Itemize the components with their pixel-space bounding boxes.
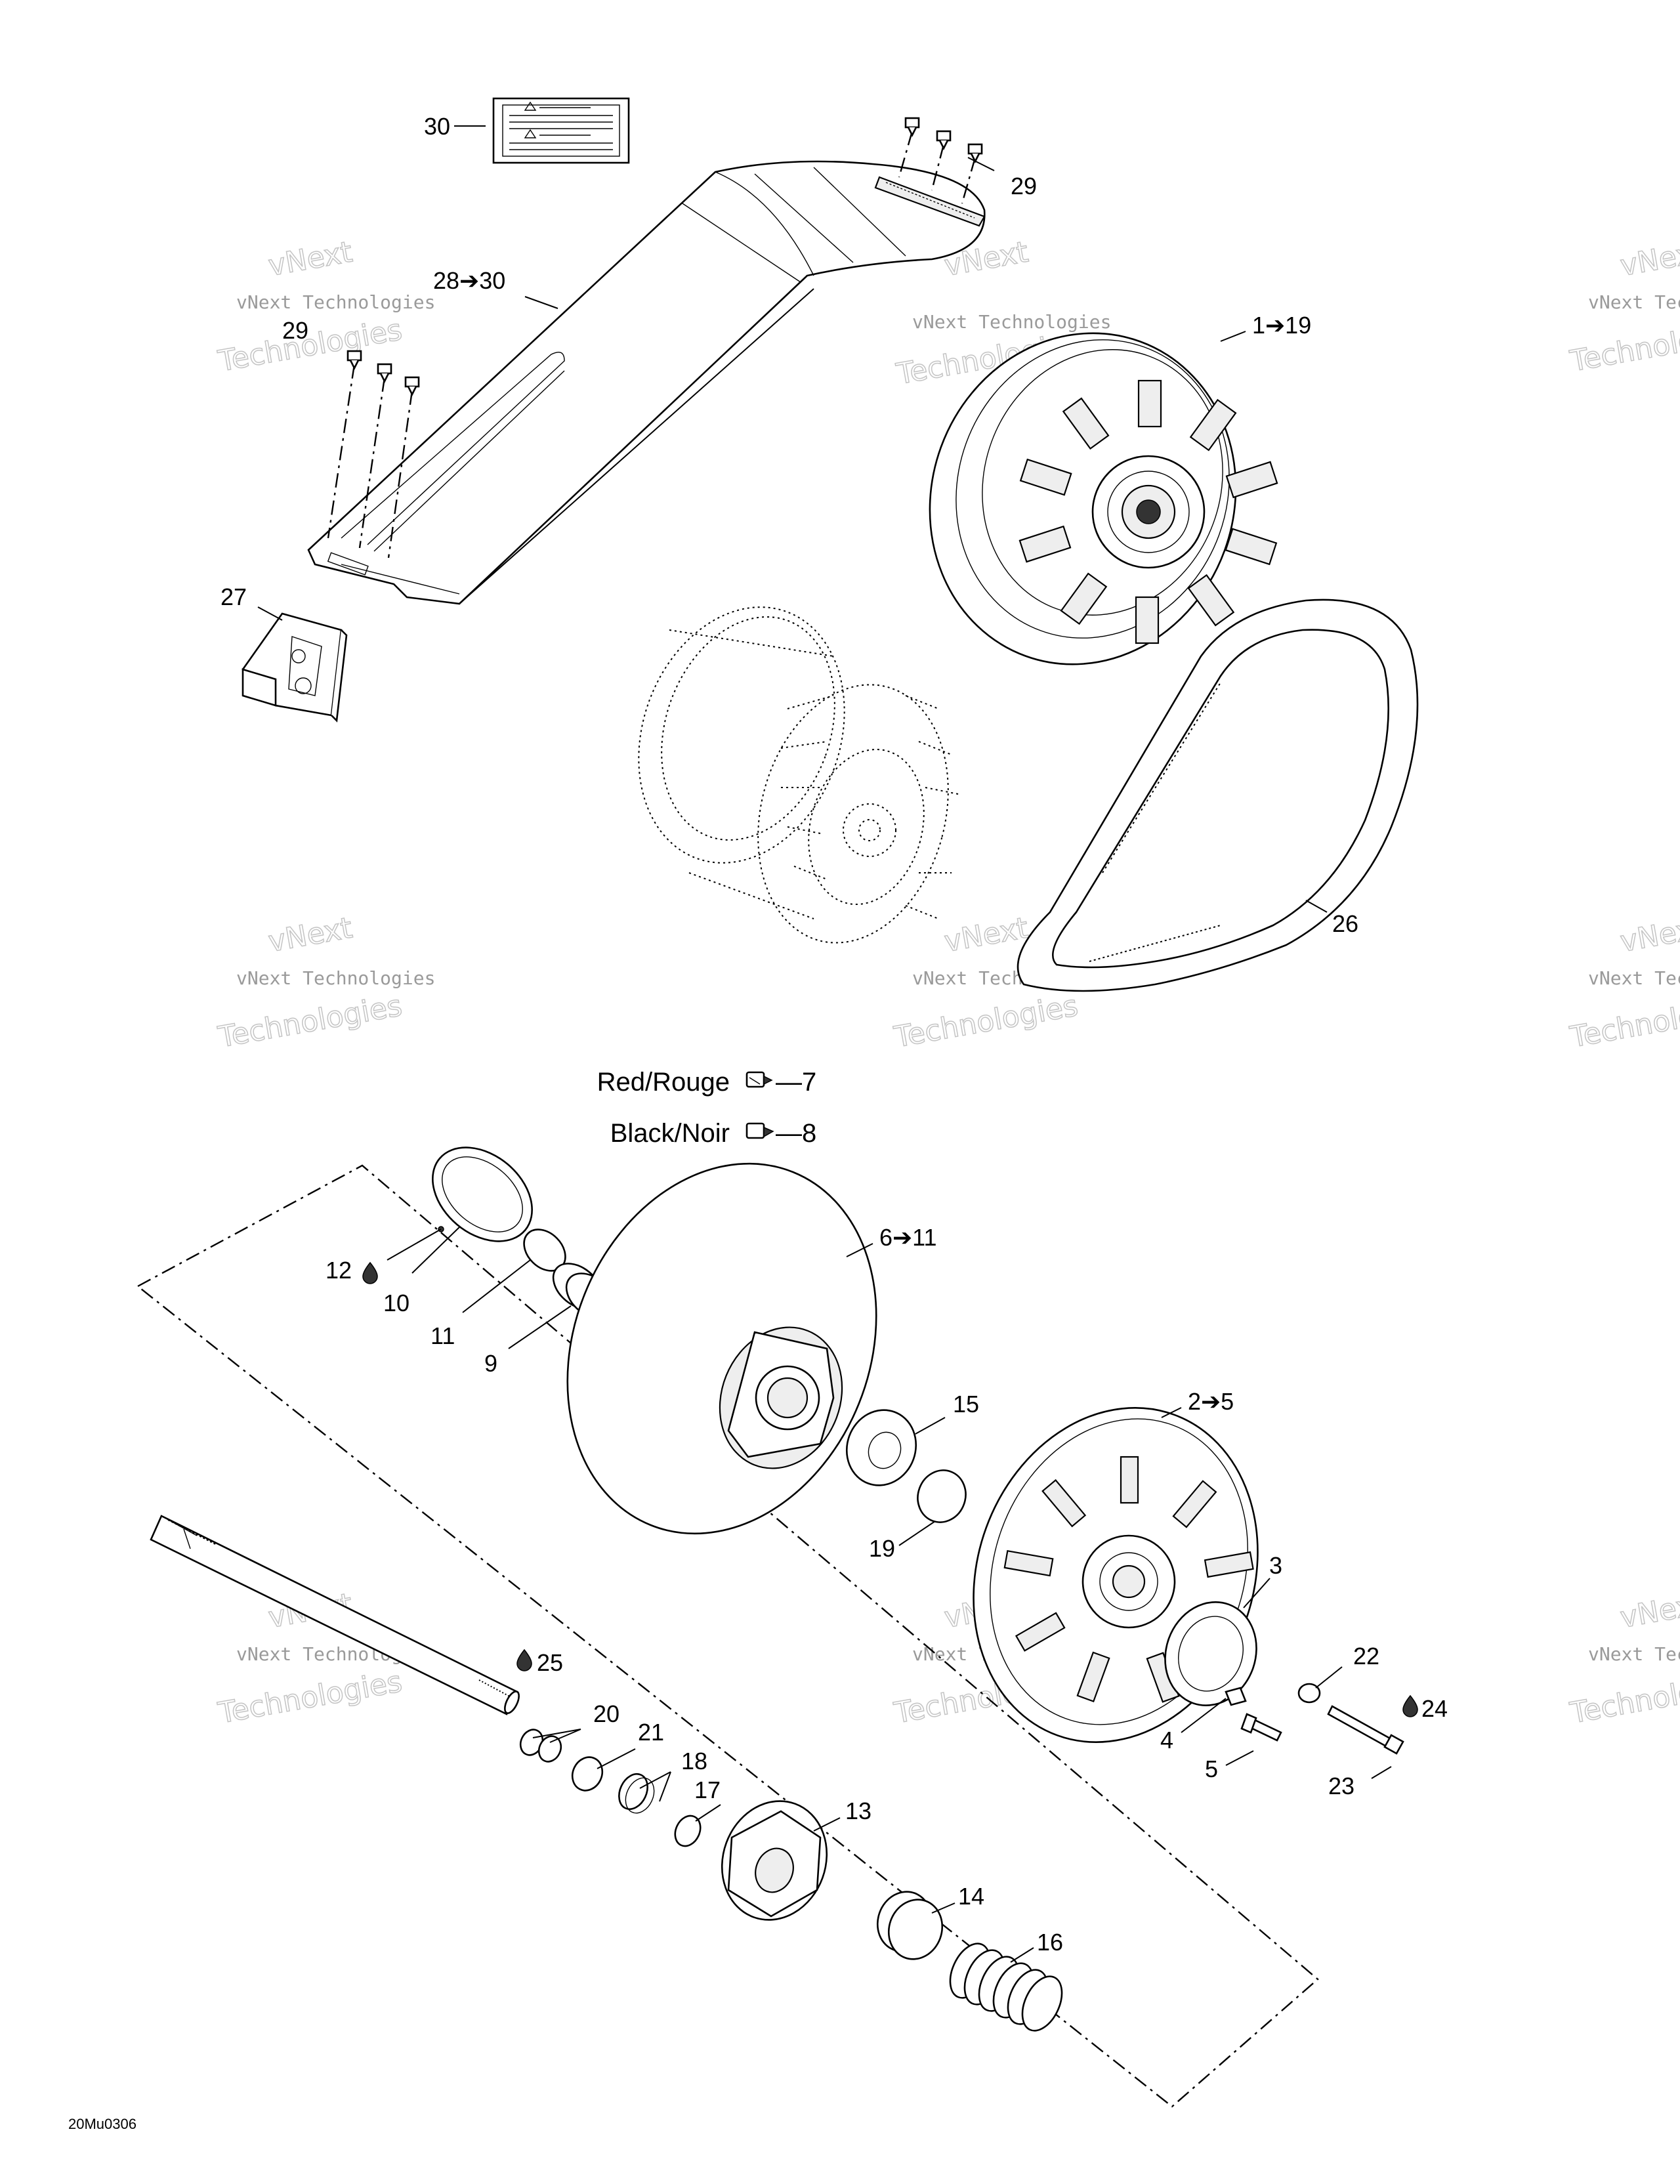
leader-lines <box>257 125 1392 1963</box>
legend-black: Black/Noir —8 <box>610 1119 817 1148</box>
watermark-brand: Technologies <box>215 989 404 1054</box>
callout-7: —7 <box>776 1068 816 1097</box>
watermark: vNext vNext Technologies Technologies <box>215 911 436 1055</box>
legend-red-label: Red/Rouge <box>597 1068 730 1097</box>
callout-10: 10 <box>383 1290 410 1316</box>
watermark-brand: Technologies <box>215 313 404 378</box>
bearing <box>845 1409 917 1486</box>
assembly-boundary <box>136 1164 1319 2108</box>
callout-8: —8 <box>776 1119 816 1148</box>
washer <box>917 1469 967 1523</box>
watermark-text: vNext Technologies <box>236 967 435 989</box>
oil-drop-icon <box>516 1648 532 1671</box>
grease-tube-icon <box>746 1122 774 1139</box>
cam <box>721 1800 828 1921</box>
watermark-brand: vNext <box>1618 1587 1680 1635</box>
oil-drop-icon <box>1402 1694 1418 1717</box>
callout-29: 29 <box>1011 173 1037 200</box>
ring <box>674 1815 702 1847</box>
belt-guard <box>307 160 986 605</box>
retaining-rings <box>519 1729 562 1763</box>
watermark-text: vNext Technologies <box>1588 1643 1680 1665</box>
bolt <box>1327 1705 1404 1755</box>
drive-shaft <box>150 1515 520 1715</box>
watermark: vNext vNext Technologies Technologies <box>1567 911 1680 1055</box>
grease-tube-icon <box>746 1071 773 1088</box>
drive-pulley-reference <box>638 606 959 944</box>
oil-drop-icon <box>362 1261 378 1284</box>
watermark-brand: vNext <box>1618 911 1680 959</box>
callout-20: 20 <box>593 1700 620 1727</box>
nut <box>1225 1687 1247 1706</box>
callout-17: 17 <box>694 1776 721 1803</box>
callout-5: 5 <box>1205 1755 1218 1782</box>
callout-14: 14 <box>958 1883 984 1910</box>
watermark: vNext vNext Technologies Technologies <box>1567 235 1680 379</box>
retaining-rings <box>618 1773 655 1814</box>
washer <box>571 1756 604 1792</box>
callout-22: 22 <box>1353 1643 1379 1670</box>
callout-12: 12 <box>326 1257 352 1284</box>
callout-18: 18 <box>681 1748 707 1774</box>
callout-3: 3 <box>1269 1552 1282 1579</box>
sheave-half <box>566 1162 877 1535</box>
callout-29: 29 <box>282 317 308 344</box>
cam-plate <box>1164 1601 1257 1706</box>
callout-9: 9 <box>484 1350 497 1377</box>
callout-16: 16 <box>1037 1929 1063 1956</box>
figure-code: 20Mu0306 <box>68 2116 136 2132</box>
callout-1-19: 1➔19 <box>1252 312 1311 339</box>
watermark-brand: Technologies <box>1567 1665 1680 1730</box>
callout-23: 23 <box>1328 1773 1354 1799</box>
watermark-brand: Technologies <box>1567 989 1680 1054</box>
callout-13: 13 <box>845 1797 872 1824</box>
callout-27: 27 <box>220 583 247 610</box>
bushing <box>876 1891 944 1960</box>
callout-25: 25 <box>537 1649 563 1676</box>
driven-pulley-assembly <box>929 332 1278 665</box>
callout-6-11: 6➔11 <box>879 1224 937 1251</box>
watermark: vNext vNext Technologies Technologies <box>1567 1587 1680 1731</box>
screw-set-left <box>327 350 420 558</box>
drive-belt <box>1017 598 1419 992</box>
watermark: vNext vNext Technologies Technologies <box>215 235 436 379</box>
callout-26: 26 <box>1332 910 1358 937</box>
cover-ring <box>432 1146 533 1242</box>
callout-28-30: 28➔30 <box>433 267 505 294</box>
watermark-brand: vNext <box>266 235 354 283</box>
washer <box>1297 1683 1321 1704</box>
watermark-text: vNext Technologies <box>236 291 435 313</box>
watermark-brand: vNext <box>266 911 354 959</box>
callout-2-5: 2➔5 <box>1188 1388 1234 1415</box>
watermark-text: vNext Technologies <box>1588 291 1680 313</box>
watermark-brand: Technologies <box>891 989 1080 1054</box>
screw <box>1240 1713 1282 1742</box>
watermark-text: vNext Technologies <box>912 311 1111 333</box>
screw-set-top <box>898 117 983 204</box>
legend-black-label: Black/Noir <box>610 1119 730 1148</box>
callout-15: 15 <box>953 1391 979 1418</box>
watermark-text: vNext Technologies <box>1588 967 1680 989</box>
callout-4: 4 <box>1160 1727 1173 1754</box>
callout-30: 30 <box>424 113 450 140</box>
callout-19: 19 <box>869 1535 895 1562</box>
warning-decal <box>492 97 630 164</box>
watermark-brand: Technologies <box>1567 313 1680 378</box>
watermark-brand: Technologies <box>215 1665 404 1730</box>
callout-24: 24 <box>1421 1695 1448 1722</box>
watermark-brand: vNext <box>1618 235 1680 283</box>
guard-bracket <box>242 612 348 723</box>
spring <box>949 1942 1063 2032</box>
legend-red: Red/Rouge —7 <box>597 1068 817 1097</box>
callout-11: 11 <box>430 1322 455 1349</box>
callout-21: 21 <box>638 1719 664 1746</box>
watermark-brand: vNext <box>942 911 1030 959</box>
callout-labels: 30 29 28➔30 29 1➔19 27 26 6➔11 12 10 11 … <box>220 113 1448 1956</box>
